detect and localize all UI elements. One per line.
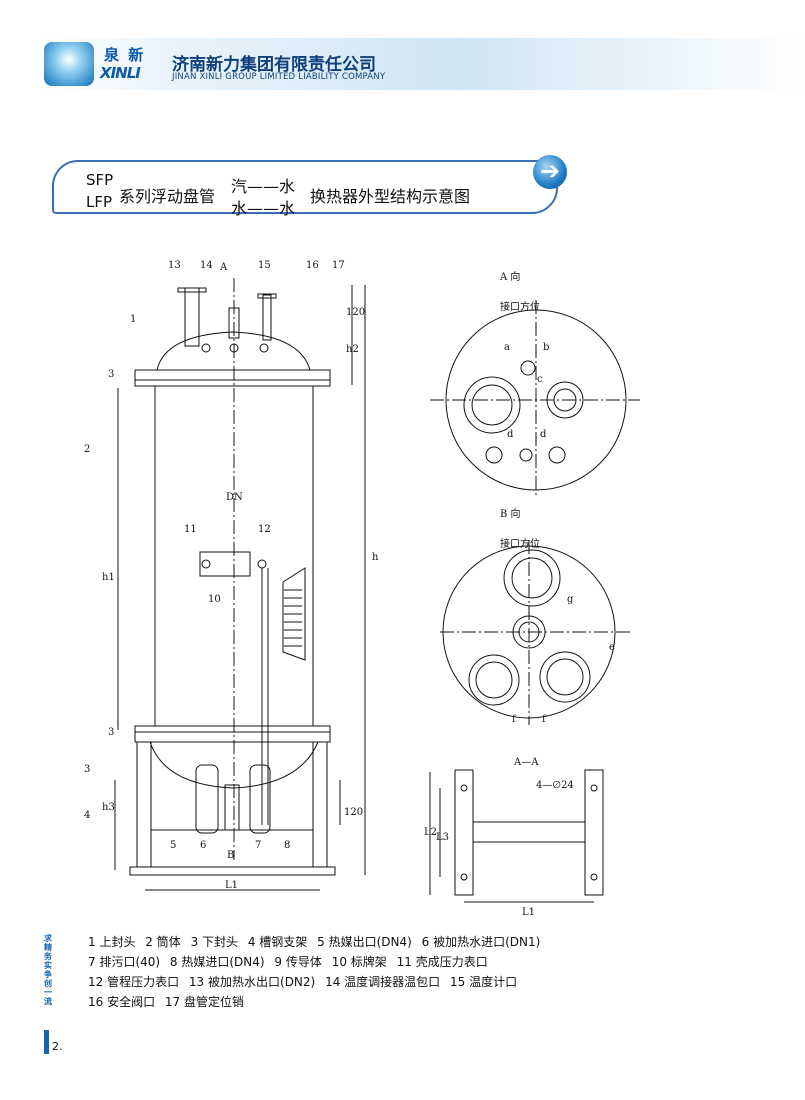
callout-15: 15 [258,260,271,271]
label-c: c [537,374,543,385]
label-3-top: 3 [108,369,114,380]
label-h1: h1 [102,572,115,583]
callout-12: 12 [258,524,271,535]
legend-item: 15 温度计口 [449,975,518,989]
label-L2: L2 [424,827,437,838]
legend-item: 9 传导体 [274,955,322,969]
title-water-water: 水——水 [231,199,296,218]
legend-item: 7 排污口(40) [88,955,161,969]
nameplate-frame [199,551,251,577]
legend-item: 6 被加热水进口(DN1) [421,935,541,949]
callout-14: 14 [200,260,213,271]
legend-item: 2 筒体 [145,935,181,949]
title-end: 换热器外型结构示意图 [310,187,471,206]
callout-2: 2 [84,444,90,455]
top-flange [134,369,331,381]
title-steam-water: 汽——水 [231,177,296,196]
callout-8: 8 [284,840,290,851]
label-h2: h2 [346,344,359,355]
label-d1: d [507,429,514,440]
label-A-top: A [219,262,228,273]
callout-6: 6 [200,840,206,851]
brand-chinese: 泉 新 [104,46,146,64]
label-g: g [567,594,574,605]
top-head [156,331,311,371]
legend-item: 11 壳成压力表口 [396,955,488,969]
label-f2: f [542,714,547,725]
callout-3: 3 [84,764,90,775]
callout-17: 17 [332,260,345,271]
title-lfp: LFP [86,193,113,211]
a-view-title: A 向 [499,270,520,283]
legend-item: 16 安全阀口 [88,995,156,1009]
callout-10: 10 [208,594,221,605]
section-title: A—A [513,757,539,768]
section-right-plate [584,769,604,896]
legend-row: 1 上封头 2 筒体 3 下封头 4 槽钢支架 5 热媒出口(DN4) 6 被加… [88,932,546,952]
legend-row: 16 安全阀口 17 盘管定位销 [88,992,546,1012]
legend-item: 10 标牌架 [331,955,387,969]
label-B: B [227,850,234,861]
label-f1: f [512,714,517,725]
label-3-bottom: 3 [108,727,114,738]
b-view-title: B 向 [500,507,521,520]
callout-7: 7 [255,840,261,851]
page-number: 2. [52,1040,63,1053]
callout-13: 13 [168,260,181,271]
label-120-top: 120 [346,307,365,318]
label-e: e [609,642,615,653]
header-band [40,38,805,90]
callout-5: 5 [170,840,176,851]
legend-item: 3 下封头 [190,935,239,949]
label-b: b [543,342,549,353]
b-view-ports: 接口方位 [500,537,540,550]
side-slogan: 求精务实 争创一流 [44,934,52,1006]
legend-item: 8 热媒进口(DN4) [169,955,265,969]
legend-row: 12 管程压力表口 13 被加热水出口(DN2) 14 温度调接器温包口 15 … [88,972,546,992]
company-name-cn: 济南新力集团有限责任公司 [172,55,376,75]
callout-11: 11 [184,524,197,535]
label-h: h [372,552,379,563]
legend-item: 4 槽钢支架 [247,935,308,949]
legend-item: 14 温度调接器温包口 [325,975,441,989]
legend-row: 7 排污口(40) 8 热媒进口(DN4) 9 传导体 10 标牌架 11 壳成… [88,952,546,972]
brand-mark: XINLI [100,64,141,82]
callout-4: 4 [84,810,90,821]
page-marker [44,1030,49,1054]
label-a: a [504,342,510,353]
technical-drawing: A DN h1 h h2 h3 120 120 3 3 B L1 A 向 接口方… [84,260,640,918]
section-left-plate [454,769,474,896]
title-sfp: SFP [86,171,114,189]
arrow-right-icon: ➔ [533,155,567,189]
legend-item: 5 热媒出口(DN4) [317,935,412,949]
label-dn: DN [226,492,243,503]
parts-legend: 1 上封头 2 筒体 3 下封头 4 槽钢支架 5 热媒出口(DN4) 6 被加… [88,932,546,1012]
a-view-ports: 接口方位 [500,300,540,313]
label-L3: L3 [436,832,449,843]
legend-item: 17 盘管定位销 [164,995,245,1009]
label-h3: h3 [102,802,115,813]
bolt-spec: 4—∅24 [536,780,574,791]
company-name-en: JINAN XINLI GROUP LIMITED LIABILITY COMP… [172,72,386,82]
callout-16: 16 [306,260,319,271]
legend-item: 12 管程压力表口 [88,975,180,989]
legend-item: 13 被加热水出口(DN2) [188,975,316,989]
label-d2: d [540,429,547,440]
title-main: 系列浮动盘管 [119,187,216,206]
company-logo-icon [44,42,94,86]
label-120-bottom: 120 [344,807,363,818]
callout-1: 1 [130,314,136,325]
label-L1: L1 [225,880,238,891]
legend-item: 1 上封头 [88,935,136,949]
label-L1-section: L1 [522,907,535,918]
